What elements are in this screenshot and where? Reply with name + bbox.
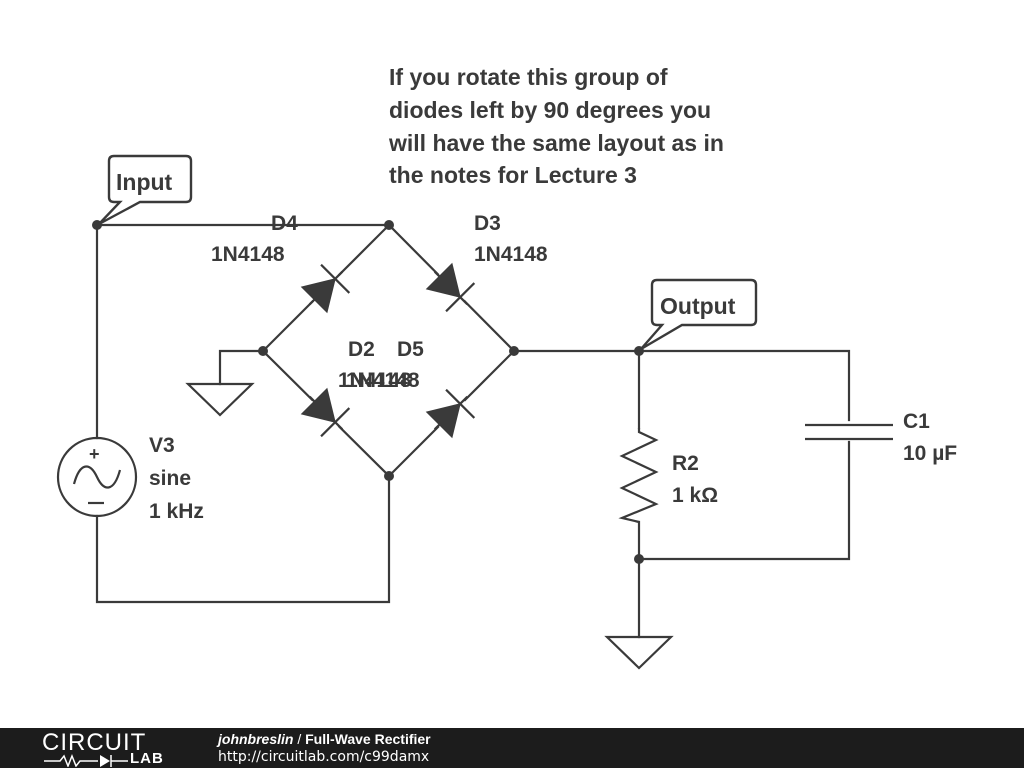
wire-bridge-to-output <box>512 349 851 422</box>
footer-info: johnbreslin / Full-Wave Rectifier http:/… <box>218 730 431 766</box>
d2-part-label: 1N4148 <box>338 369 412 392</box>
diode-d2[interactable] <box>293 380 358 445</box>
input-flag-label: Input <box>116 169 173 195</box>
junction-dot <box>258 346 268 356</box>
d5-name-label: D5 <box>397 338 424 361</box>
v3-name-label: V3 <box>149 434 175 457</box>
circuitlab-logo[interactable]: CIRCUIT LAB <box>42 731 182 767</box>
diode-d3[interactable] <box>418 255 483 320</box>
c1-value-label: 10 µF <box>903 442 957 465</box>
voltage-source-v3[interactable]: + <box>56 436 138 518</box>
ground-symbol-output[interactable] <box>604 635 674 670</box>
wire-source-bottom <box>95 474 391 604</box>
output-flag-box <box>640 278 758 351</box>
source-plus-sign: + <box>89 444 100 464</box>
note-line-1: If you rotate this group of <box>389 64 668 90</box>
ground-symbol-bridge[interactable] <box>185 382 255 417</box>
footer-separator: / <box>293 731 306 747</box>
d3-part-label: 1N4148 <box>474 243 548 266</box>
circuit-schematic: If you rotate this group of diodes left … <box>56 64 957 670</box>
note-line-3: will have the same layout as in <box>388 130 724 156</box>
junction-dot <box>384 471 394 481</box>
diode-d5[interactable] <box>418 380 483 445</box>
junctions <box>92 220 644 564</box>
footer-author-link[interactable]: johnbreslin <box>218 731 294 747</box>
net-flag-output[interactable]: Output <box>640 278 758 351</box>
note-line-2: diodes left by 90 degrees you <box>389 97 711 123</box>
d5-part-label: 1N4148 <box>346 369 420 392</box>
output-flag-label: Output <box>660 293 736 319</box>
sine-wave-icon <box>72 465 122 489</box>
wire-bridge-to-ground <box>218 349 265 386</box>
logo-lab-text: LAB <box>130 750 164 767</box>
net-flag-input[interactable]: Input <box>98 154 193 226</box>
note-line-4: the notes for Lecture 3 <box>389 162 637 188</box>
footer-bar: CIRCUIT LAB johnbreslin / Full-Wave Rect… <box>0 728 1024 768</box>
v3-type-label: sine <box>149 467 191 490</box>
source-circle <box>56 436 138 518</box>
annotation-note: If you rotate this group of diodes left … <box>388 64 724 188</box>
d3-name-label: D3 <box>474 212 501 235</box>
logo-circuit-text: CIRCUIT <box>42 729 147 756</box>
c1-name-label: C1 <box>903 410 930 433</box>
r2-value-label: 1 kΩ <box>672 484 718 507</box>
d4-name-label: D4 <box>271 212 298 235</box>
footer-title-link[interactable]: Full-Wave Rectifier <box>305 731 431 747</box>
d4-part-label: 1N4148 <box>211 243 285 266</box>
diode-d4[interactable] <box>293 255 358 320</box>
d2-name-label: D2 <box>348 338 375 361</box>
capacitor-c1[interactable] <box>805 423 893 441</box>
input-flag-box <box>98 154 193 226</box>
logo-circuit-trace-icon <box>44 753 128 767</box>
resistor-r2[interactable] <box>618 428 659 524</box>
wire-capacitor-bottom <box>637 440 851 561</box>
r2-name-label: R2 <box>672 452 699 475</box>
junction-dot <box>509 346 519 356</box>
junction-dot <box>634 554 644 564</box>
junction-dot <box>384 220 394 230</box>
v3-freq-label: 1 kHz <box>149 500 204 523</box>
footer-url-link[interactable]: http://circuitlab.com/c99damx <box>218 749 430 765</box>
